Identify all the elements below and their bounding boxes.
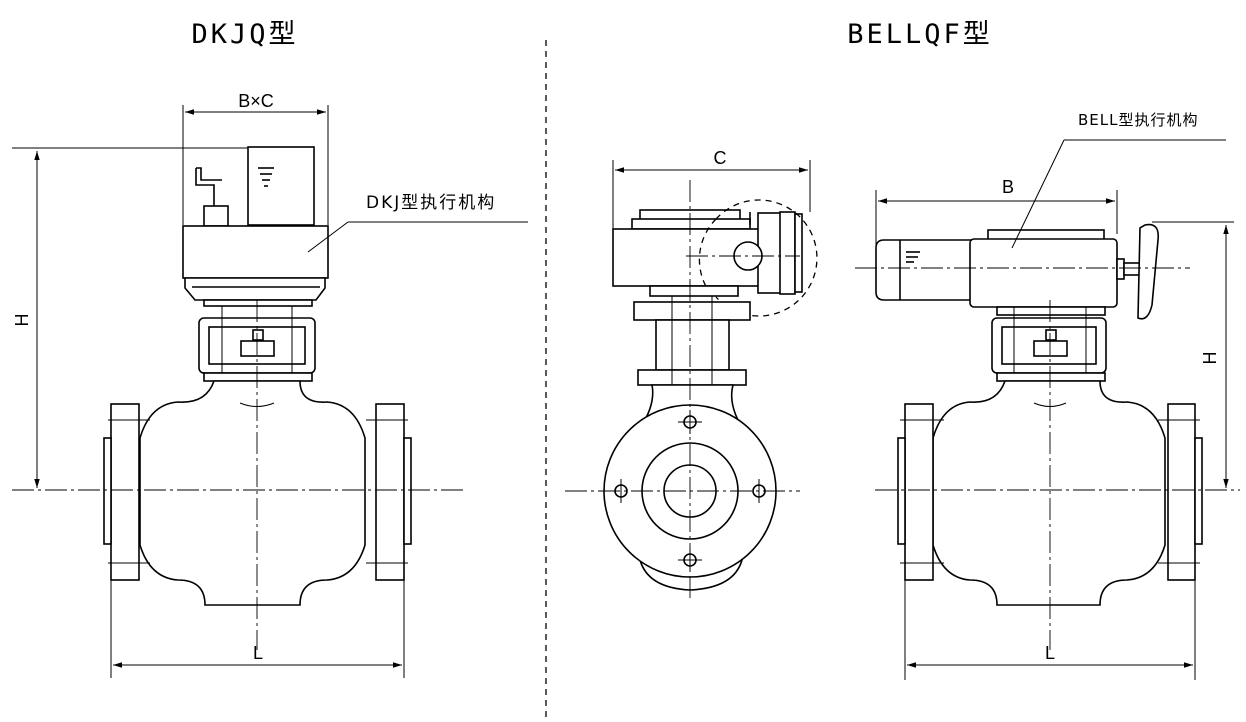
dim-c-label: C	[714, 148, 727, 168]
dim-h-left-label: H	[12, 314, 32, 327]
dkjq-view: DKJQ型 B×C H DKJ型执行机构	[12, 19, 528, 678]
dim-l-left: L	[110, 580, 405, 678]
dim-h-left: H	[12, 147, 250, 488]
dkj-actuator-label: DKJ型执行机构	[366, 193, 496, 213]
dim-l-left-label: L	[253, 643, 263, 663]
bellqf-title: BELLQF型	[847, 19, 993, 50]
dkj-actuator: DKJ型执行机构	[182, 146, 528, 301]
dkj-valve-body	[103, 380, 412, 606]
dim-l-right-label: L	[1045, 643, 1055, 663]
dim-b-label: B	[1002, 177, 1014, 197]
dim-h-right-label: H	[1200, 352, 1220, 365]
bellqf-view: BELLQF型 C	[565, 19, 1240, 680]
dim-bc-label: B×C	[238, 91, 274, 111]
bell-actuator: BELL型执行机构	[875, 111, 1226, 320]
front-view: B BELL型执行机构 H	[855, 111, 1240, 680]
dim-bc: B×C	[182, 91, 329, 225]
side-view: C	[565, 148, 818, 600]
dkjq-title: DKJQ型	[191, 19, 298, 50]
bell-actuator-label: BELL型执行机构	[1078, 111, 1198, 129]
